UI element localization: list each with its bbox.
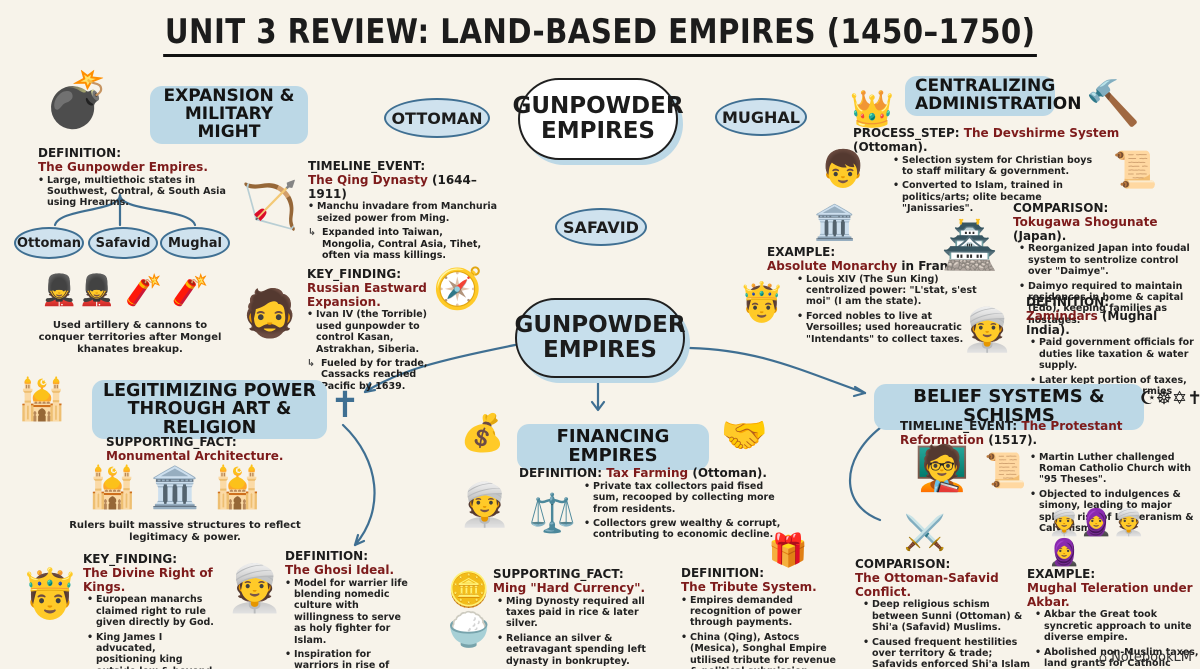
reformation-timeline: TIMELINE_EVENT: The Protestant Reformati… bbox=[900, 419, 1198, 537]
notebooklm-watermark: ⌂ NotebookLM bbox=[1098, 650, 1192, 665]
tribute-system-definition: DEFINITION: The Tribute System. Empires … bbox=[681, 566, 846, 669]
oval-safavid: SAFAVID bbox=[555, 208, 647, 246]
versailles-palace-icon: 🏛️ bbox=[813, 202, 857, 243]
devshirme-process: PROCESS_STEP: The Devshirme System (Otto… bbox=[853, 126, 1123, 218]
tax-farming-definition: DEFINITION: Tax Farming (Ottoman). Priva… bbox=[519, 466, 789, 544]
scales-icon: ⚖️ bbox=[528, 490, 577, 535]
russia-key-finding: KEY_FINDING: Russian Eastward Expansion.… bbox=[307, 267, 437, 392]
boy-with-flag-icon: 👦 bbox=[820, 149, 866, 190]
architecture-buildings-icon: 🕌 🏛️ 🕌 bbox=[87, 465, 263, 511]
king-with-halo-icon: 🤴 bbox=[20, 565, 80, 622]
cannon-icon: 💣 bbox=[43, 67, 112, 131]
soldiers-cannons-icon: 💂💂 🧨 🧨 bbox=[40, 272, 210, 308]
monumental-architecture-fact: SUPPORTING_FACT: Monumental Architecture… bbox=[106, 435, 284, 463]
ming-currency-fact: SUPPORTING_FACT: Ming "Hard Currency". M… bbox=[493, 567, 653, 669]
ghazi-warrior-icon: 👳 bbox=[226, 560, 284, 615]
cross-icon: ✝ bbox=[329, 384, 361, 426]
ottoman-safavid-comparison: COMPARISON: The Ottoman-Safavid Conflict… bbox=[855, 557, 1030, 669]
branch-safavid: Safavid bbox=[88, 227, 158, 259]
ghazi-definition: DEFINITION: The Ghosi Ideal. Model for w… bbox=[285, 549, 415, 669]
crown-icon: 👑 bbox=[849, 88, 895, 130]
compass-icon: 🧭 bbox=[433, 265, 483, 312]
branch-ottoman: Ottoman bbox=[14, 227, 84, 259]
section-heading-expansion: EXPANSION & MILITARY MIGHT bbox=[150, 86, 308, 144]
gunpowder-empires-cloud-top: GUNPOWDER EMPIRES bbox=[512, 78, 684, 160]
divine-right-key-finding: KEY_FINDING: The Divine Right of Kings. … bbox=[83, 552, 218, 669]
tax-collector-icon: 👳 bbox=[458, 480, 512, 529]
legit-caption: Rulers built massive structures to refle… bbox=[69, 520, 301, 543]
expansion-definition: DEFINITION: The Gunpowder Empires. Large… bbox=[38, 146, 248, 212]
zamindar-turban-icon: 👳 bbox=[961, 305, 1014, 354]
crossed-swords-birds-icon: ⚔️ bbox=[903, 513, 947, 553]
money-bags-icon: 💰 bbox=[460, 413, 505, 454]
theses-scroll-icon: 📜 bbox=[984, 451, 1027, 491]
archer-icon: 🏹 bbox=[241, 177, 299, 232]
expansion-caption: Used artillery & cannons to conquer terr… bbox=[38, 320, 222, 355]
notebooklm-logo-icon: ⌂ bbox=[1098, 650, 1112, 665]
mosque-icon: 🕌 bbox=[17, 377, 67, 423]
oval-mughal: MUGHAL bbox=[715, 98, 807, 136]
scroll-quill-icon: 📜 bbox=[1112, 150, 1158, 191]
tokugawa-comparison: COMPARISON: Tokugawa Shogunate (Japan). … bbox=[1013, 201, 1198, 329]
branch-mughal: Mughal bbox=[160, 227, 230, 259]
cossack-icon: 🧔 bbox=[241, 285, 299, 340]
qing-timeline: TIMELINE_EVENT: The Qing Dynasty (1644–1… bbox=[308, 159, 498, 261]
section-heading-belief: BELIEF SYSTEMS & SCHISMS bbox=[874, 384, 1144, 430]
coins-rice-icon: 🪙🍚 bbox=[447, 570, 491, 650]
diverse-people-icon: 👳🧕👳🧕 bbox=[1048, 508, 1146, 568]
tribute-exchange-icon: 🎁 bbox=[768, 531, 808, 569]
japanese-castle-samurai-icon: 🏯 bbox=[941, 217, 999, 272]
akbar-toleration-example: EXAMPLE: Mughal Teleration under Akbar. … bbox=[1027, 567, 1199, 669]
martin-luther-portrait-icon: 🧑‍🏫 bbox=[914, 443, 970, 494]
section-heading-financing: FINANCING EMPIRES bbox=[517, 424, 709, 470]
section-heading-admin: CENTRALIZING ADMINISTRATION bbox=[905, 76, 1081, 116]
oval-ottoman: OTTOMAN bbox=[384, 98, 490, 138]
louis-xiv-portrait-icon: 🤴 bbox=[738, 279, 786, 324]
absolute-monarchy-example: EXAMPLE: Absolute Monarchy in France. Lo… bbox=[767, 245, 977, 348]
handshake-icon: 🤝 bbox=[720, 412, 769, 457]
page-title: UNIT 3 REVIEW: LAND-BASED EMPIRES (1450–… bbox=[0, 12, 1200, 57]
section-heading-legitimizing: LEGITIMIZING POWER THROUGH ART & RELIGIO… bbox=[92, 380, 327, 440]
gavel-icon: 🔨 bbox=[1085, 77, 1141, 129]
gunpowder-empires-cloud-main: GUNPOWDER EMPIRES bbox=[514, 298, 686, 378]
religious-symbols-icon: ☪☸✡✝ bbox=[1139, 387, 1200, 409]
